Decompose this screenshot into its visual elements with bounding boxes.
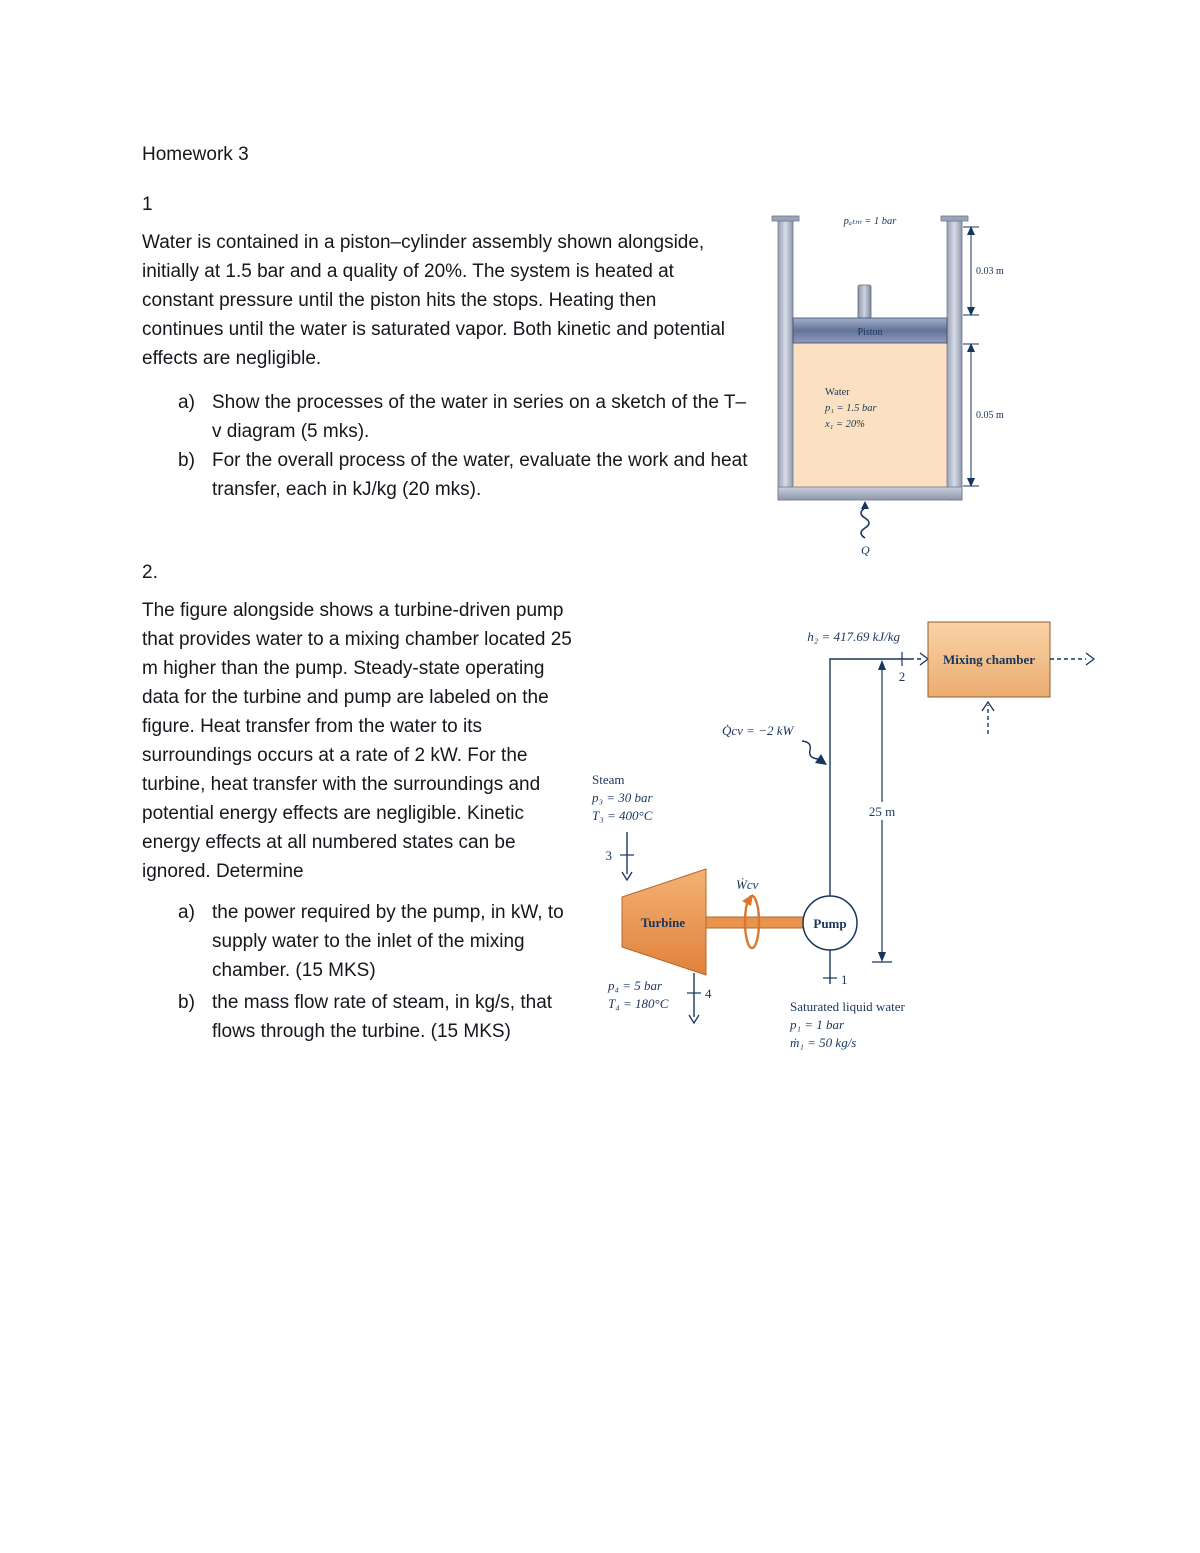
shaft-rotation-arrowhead [742, 894, 753, 906]
problem1-item-b: For the overall process of the water, ev… [212, 450, 748, 500]
p3-label: p₃ = 30 bar [591, 790, 654, 805]
water-quality-label: x₁ = 20% [824, 419, 865, 430]
dim-bottom-label: 0.05 m [976, 410, 1004, 421]
sat-water-label: Saturated liquid water [790, 999, 905, 1014]
cylinder-wall-right [946, 220, 963, 501]
water-label: Water [825, 387, 850, 398]
patm-label: pₐₜₘ = 1 bar [843, 216, 898, 227]
m1-label: ṁ₁ = 50 kg/s [790, 1035, 856, 1050]
dim-25m-arrow-up [878, 660, 886, 670]
turbine-pump-shaft [705, 916, 804, 929]
problem2-item-a-label: a) [178, 902, 195, 923]
problem1-number: 1 [142, 194, 153, 215]
t4-label: T₄ = 180°C [608, 996, 669, 1011]
cylinder-cap-left [771, 215, 800, 222]
mixing-chamber [927, 621, 1051, 698]
heat-squiggle-arrow [860, 507, 870, 539]
turbine-label: Turbine [641, 915, 686, 930]
mixing-chamber-label: Mixing chamber [943, 652, 1035, 667]
problem1-item-b-label: b) [178, 450, 195, 471]
qcv-squiggle-arrow [801, 740, 819, 760]
doc-title: Homework 3 [142, 144, 249, 165]
heat-label: Q [861, 543, 870, 557]
p1-label: p₁ = 1 bar [789, 1017, 845, 1032]
dim-top-label: 0.03 m [976, 266, 1004, 277]
heat-arrowhead [861, 501, 869, 509]
piston-rod-stop [857, 284, 872, 320]
chamber-bottom-arrowhead [981, 700, 995, 712]
pump-to-chamber-pipe [829, 658, 910, 896]
turbine-outlet-arrowhead [688, 1014, 700, 1025]
problem2-item-b: the mass flow rate of steam, in kg/s, th… [212, 992, 553, 1042]
problem2-item-a: the power required by the pump, in kW, t… [212, 902, 564, 981]
h2-label: h₂ = 417.69 kJ/kg [807, 629, 900, 644]
dim-bottom-arrow-up [967, 343, 975, 352]
dim-25m-label-bg [862, 802, 902, 820]
dim-top-arrow-up [967, 226, 975, 235]
state1-label: 1 [841, 972, 848, 987]
pump-label: Pump [813, 916, 846, 931]
water-pressure-label: p₁ = 1.5 bar [824, 403, 877, 414]
turbine-inlet-arrowhead [621, 871, 633, 882]
problem1-body: Water is contained in a piston–cylinder … [142, 232, 726, 369]
state3-label: 3 [606, 848, 613, 863]
problem2-body: The figure alongside shows a turbine-dri… [142, 600, 572, 882]
state2-label: 2 [899, 669, 906, 684]
problem1-item-a-label: a) [178, 392, 195, 413]
cylinder-wall-left [777, 220, 794, 501]
problem2-item-b-label: b) [178, 992, 195, 1013]
dim-25m-label: 25 m [869, 804, 895, 819]
problem1-item-a: Show the processes of the water in serie… [212, 392, 747, 442]
cylinder-floor [777, 486, 963, 501]
wcv-label: Ẇcv [736, 877, 759, 892]
problem2-number: 2. [142, 562, 158, 583]
qcv-label: Q̇cv = −2 kW [722, 723, 794, 738]
figure1-piston-cylinder: pₐₜₘ = 1 bar Piston Water p₁ = 1.5 bar x… [770, 205, 1015, 560]
t3-label: T₃ = 400°C [592, 808, 653, 823]
steam-label: Steam [592, 772, 625, 787]
dim-top-arrow-down [967, 307, 975, 316]
turbine [621, 868, 707, 976]
chamber-outlet-arrowhead [1085, 652, 1096, 666]
figure2-svg: 25 m 2 h₂ = 417.69 kJ/kg Mixing chamber … [591, 621, 1096, 1050]
water-region [793, 343, 947, 487]
figure2-turbine-pump: 25 m 2 h₂ = 417.69 kJ/kg Mixing chamber … [580, 612, 1110, 1072]
qcv-arrowhead [815, 754, 827, 765]
dim-25m-arrow-down [878, 952, 886, 962]
figure1-svg: pₐₜₘ = 1 bar Piston Water p₁ = 1.5 bar x… [771, 215, 1004, 557]
cylinder-cap-right [940, 215, 969, 222]
chamber-inlet-arrowhead [919, 652, 930, 666]
dim-bottom-arrow-down [967, 478, 975, 487]
p4-label: p₄ = 5 bar [607, 978, 663, 993]
state4-label: 4 [705, 986, 712, 1001]
piston-label: Piston [857, 327, 882, 338]
piston [792, 317, 948, 344]
